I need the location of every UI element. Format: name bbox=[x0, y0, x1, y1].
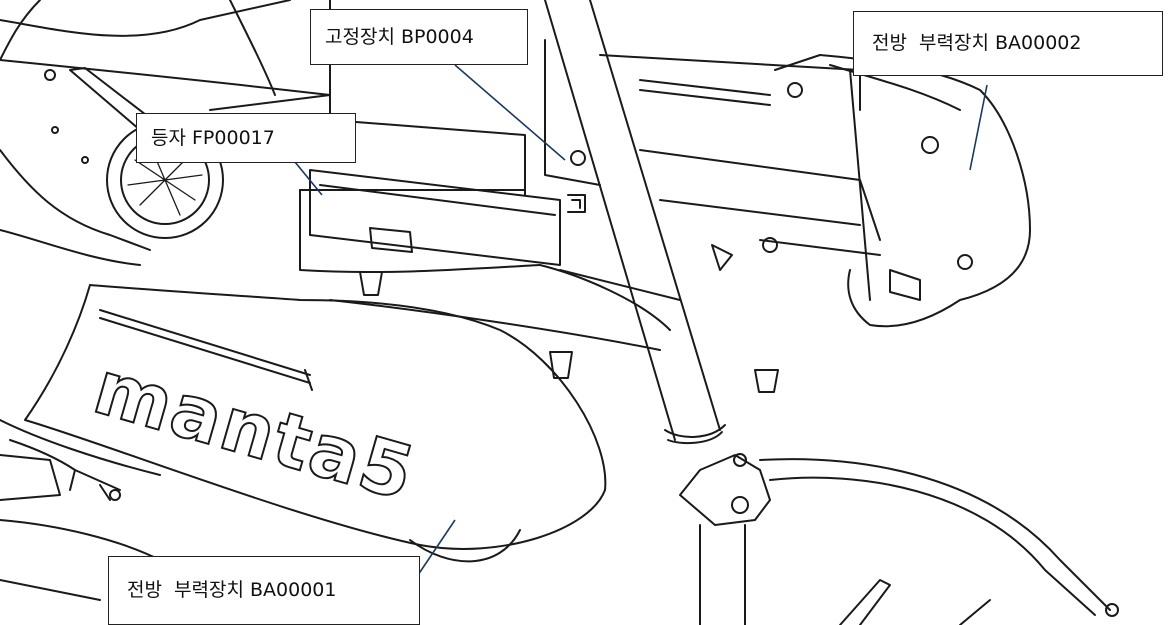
callout-ladder: 등자 FP00017 bbox=[136, 113, 356, 163]
leader-lines bbox=[294, 64, 988, 576]
leader-fixing-device bbox=[454, 64, 566, 161]
lower-right-frame bbox=[679, 453, 1119, 625]
callout-fixing-device: 고정장치 BP0004 bbox=[310, 9, 528, 65]
callout-front-buoyancy-2: 전방 부력장치 BA00002 bbox=[853, 11, 1163, 76]
buoyancy-unit-right bbox=[570, 54, 1031, 328]
leader-front-buoyancy-2 bbox=[969, 84, 988, 171]
leader-ladder bbox=[294, 161, 323, 196]
brand-logo: manta5 bbox=[85, 345, 425, 518]
buoyancy-unit-left: manta5 bbox=[24, 284, 607, 563]
callout-front-buoyancy-1: 전방 부력장치 BA00001 bbox=[108, 556, 420, 625]
leader-front-buoyancy-1 bbox=[417, 519, 456, 576]
diagonal-tube bbox=[544, 0, 726, 445]
clips bbox=[359, 194, 779, 393]
upper-right-arm bbox=[544, 39, 881, 256]
